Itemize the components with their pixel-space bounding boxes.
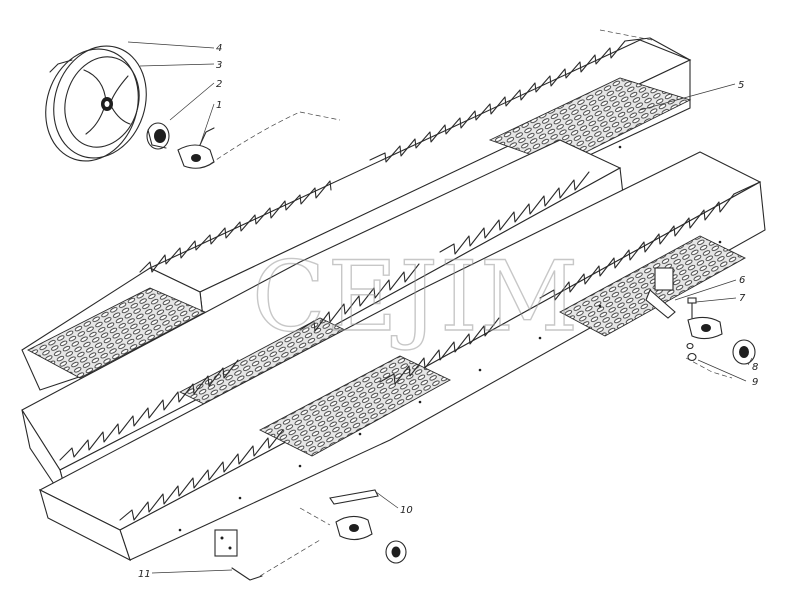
callout-3: 3 xyxy=(216,60,222,71)
bushing-bottom xyxy=(385,540,407,564)
bolt-7 xyxy=(687,297,697,319)
callout-1: 1 xyxy=(216,100,222,111)
plate-10 xyxy=(329,489,379,505)
callout-2: 2 xyxy=(216,79,222,90)
arm-6 xyxy=(645,289,676,319)
clamp-top xyxy=(177,127,215,169)
clamp-right xyxy=(687,316,723,340)
callout-6: 6 xyxy=(739,275,745,286)
bushing-right xyxy=(732,339,756,365)
rod-11 xyxy=(231,567,263,581)
callout-5: 5 xyxy=(738,80,744,91)
leader-lines xyxy=(209,29,733,577)
clamp-bottom xyxy=(335,515,373,541)
callout-10: 10 xyxy=(400,505,413,516)
nut-9 xyxy=(686,342,697,362)
callout-7: 7 xyxy=(739,293,746,304)
pulley-wheel xyxy=(45,45,147,162)
shaker-pan-lower xyxy=(38,151,766,562)
callout-leaders xyxy=(127,41,753,574)
watermark-text: CEJIM xyxy=(252,241,580,353)
callout-4: 4 xyxy=(216,43,222,54)
callout-11: 11 xyxy=(138,569,151,580)
bushing xyxy=(146,122,170,150)
callout-9: 9 xyxy=(752,377,758,388)
callout-8: 8 xyxy=(752,362,758,373)
